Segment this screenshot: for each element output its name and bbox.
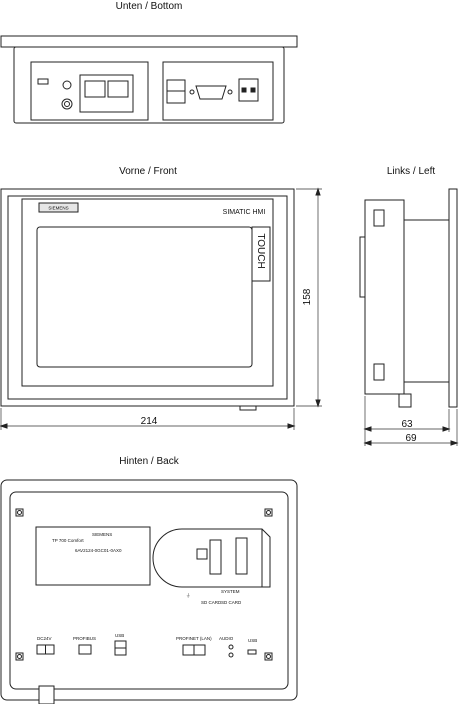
mount-screw-tr-hole xyxy=(266,510,271,515)
audio-jack-back-1 xyxy=(228,644,234,650)
ethernet-port-2 xyxy=(107,80,129,98)
system-label: SYSTEM xyxy=(221,589,240,594)
sd-card-label-2: SD CARD xyxy=(221,600,242,605)
front-view: SIEMENS SIMATIC HMI TOUCH xyxy=(0,188,295,411)
front-clip xyxy=(239,405,257,411)
back-clip xyxy=(38,685,55,704)
title-front: Vorne / Front xyxy=(119,166,177,177)
back-housing xyxy=(9,491,289,690)
profibus-connector xyxy=(78,644,92,655)
sd-card-label-1: SD CARD xyxy=(201,600,222,605)
dim-width-value: 214 xyxy=(141,416,158,427)
product-text: SIMATIC HMI xyxy=(223,209,266,216)
order-number-text: 6AV2124-0GC01-0AX0 xyxy=(75,548,122,553)
power-label: DC24V xyxy=(37,636,52,641)
dimension-width: 214 xyxy=(0,408,296,430)
audio-jack-back-2 xyxy=(228,652,234,658)
sub-d-connector xyxy=(195,85,227,100)
sd-slot-2 xyxy=(235,537,248,575)
profibus-label: PROFIBUS xyxy=(73,636,96,641)
power-terminal xyxy=(238,78,259,102)
sd-slot-1-latch xyxy=(196,548,208,560)
front-inner-frame xyxy=(7,195,288,400)
left-view xyxy=(359,188,458,408)
bottom-bezel xyxy=(0,35,298,48)
terminal-pin-2 xyxy=(250,87,256,93)
side-bezel xyxy=(448,188,458,408)
model-text: TP 700 Comfort xyxy=(52,538,84,543)
side-clip-bottom xyxy=(373,363,385,381)
touch-text: TOUCH xyxy=(255,233,266,268)
sub-d-screw-right xyxy=(227,89,233,95)
sd-ground-symbol: ⏚ xyxy=(186,592,191,598)
touch-label-plate xyxy=(251,226,271,282)
audio-label: AUDIO xyxy=(219,636,234,641)
mount-screw-bl-hole xyxy=(17,654,22,659)
mount-screw-br-hole xyxy=(266,654,271,659)
mount-screw-tl xyxy=(15,508,24,517)
sub-d-screw-left xyxy=(189,89,195,95)
dim-depth-outer-value: 69 xyxy=(405,433,417,444)
brand-text-front: SIEMENS xyxy=(48,206,68,211)
front-bezel xyxy=(21,198,274,387)
dimension-depth: 63 69 xyxy=(363,396,459,446)
mount-screw-tl-hole xyxy=(17,510,22,515)
sd-slot-1 xyxy=(209,539,222,575)
dim-depth-inner-value: 63 xyxy=(401,419,413,430)
usb-label-back-2: USB xyxy=(248,638,257,643)
mount-screw-tr xyxy=(264,508,273,517)
back-view: SIEMENS TP 700 Comfort 6AV2124-0GC01-0AX… xyxy=(0,479,298,704)
touch-display xyxy=(36,226,253,368)
mini-usb-port xyxy=(37,78,49,85)
audio-jack-inner xyxy=(64,101,70,107)
brand-badge-front xyxy=(38,202,79,213)
title-bottom: Unten / Bottom xyxy=(116,1,183,12)
brand-text-back: SIEMENS xyxy=(92,532,112,537)
title-back: Hinten / Back xyxy=(119,456,179,467)
bottom-view xyxy=(0,35,298,124)
rear-cover xyxy=(152,528,271,588)
rating-plate xyxy=(35,526,151,586)
side-clip-top xyxy=(373,209,385,227)
mount-screw-bl xyxy=(15,652,24,661)
title-left: Links / Left xyxy=(387,166,436,177)
side-housing xyxy=(364,199,405,395)
power-jack-top xyxy=(62,80,72,90)
side-connector-ridge xyxy=(359,236,366,298)
dim-height-value: 158 xyxy=(302,288,313,305)
audio-jack xyxy=(61,98,73,110)
ethernet-port-1 xyxy=(84,80,106,98)
mini-usb-back xyxy=(247,649,257,655)
mount-screw-br xyxy=(264,652,273,661)
usb-label-back: USB xyxy=(115,633,124,638)
dimension-height: 158 xyxy=(296,187,322,408)
side-foot xyxy=(398,393,412,408)
terminal-pin-1 xyxy=(241,87,247,93)
profinet-label: PROFINET (LAN) xyxy=(176,636,212,641)
